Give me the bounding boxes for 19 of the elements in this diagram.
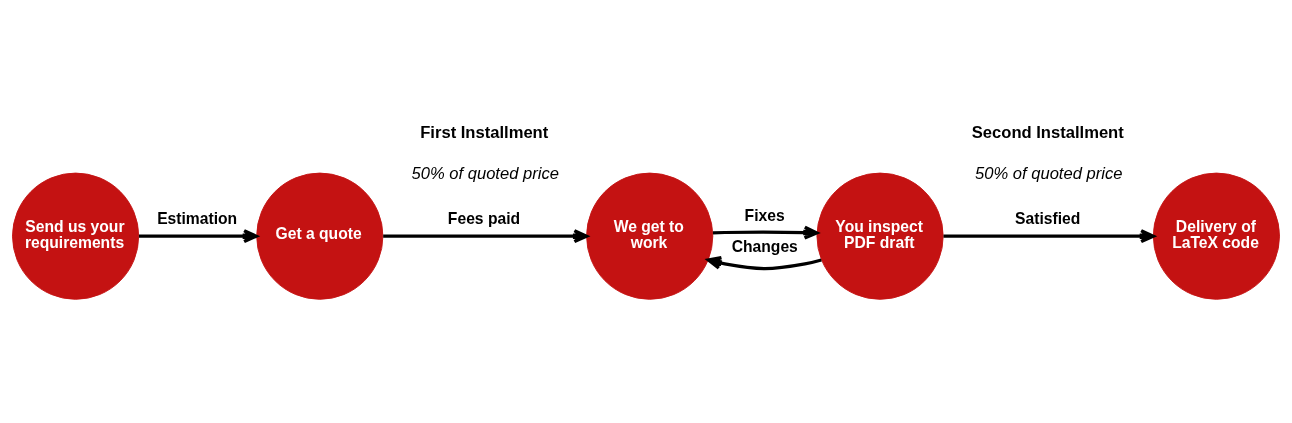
edge-label: Fees paid: [447, 209, 521, 227]
label: First Installment: [420, 122, 549, 142]
edge-label: Fixes: [744, 206, 785, 224]
arrow: [138, 228, 258, 243]
node-circle: Send us your requirements: [12, 172, 140, 300]
arrow: [383, 228, 589, 243]
edge-label: Estimation: [157, 209, 238, 227]
edge-label: Changes: [731, 237, 798, 255]
node-circle: You inspect PDF draft: [816, 172, 944, 300]
label: Second Installment: [971, 122, 1124, 142]
label: 50% of quoted price: [411, 163, 559, 182]
node-circle: Get a quote: [256, 172, 384, 300]
node-circle: We get to work: [586, 172, 714, 300]
node-circle: Delivery of LaTeX code: [1152, 172, 1280, 300]
edge-label: Satisfied: [1015, 209, 1081, 227]
arrow: [712, 225, 819, 240]
label: 50% of quoted price: [974, 163, 1123, 182]
arrow: [943, 228, 1155, 243]
arrow: [706, 255, 822, 270]
